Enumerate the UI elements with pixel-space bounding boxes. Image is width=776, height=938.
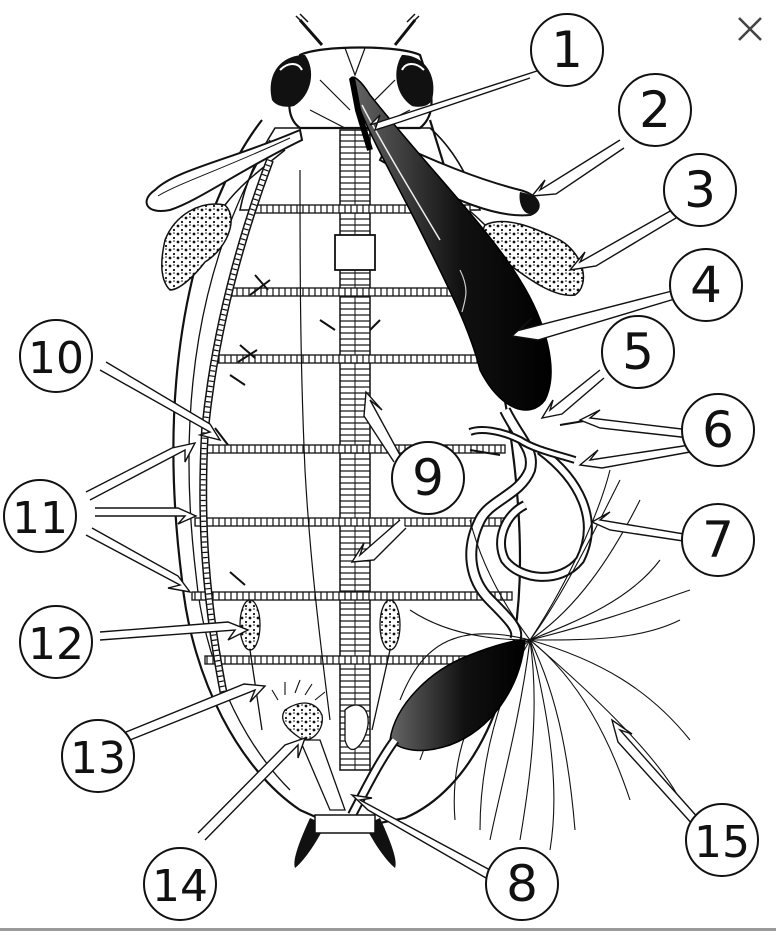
bottom-divider bbox=[0, 928, 776, 931]
callout-circle bbox=[61, 719, 135, 793]
callout-5: 5 bbox=[601, 315, 675, 389]
close-icon[interactable] bbox=[733, 12, 767, 46]
callout-number: 9 bbox=[412, 449, 444, 507]
callout-number: 13 bbox=[70, 733, 126, 784]
callout-13: 13 bbox=[61, 719, 135, 793]
callout-9: 9 bbox=[391, 441, 465, 515]
callout-number: 10 bbox=[28, 333, 84, 384]
callout-circle bbox=[530, 13, 604, 87]
callout-circle bbox=[391, 441, 465, 515]
callout-number: 3 bbox=[684, 161, 716, 219]
callout-7: 7 bbox=[681, 503, 755, 577]
callout-number: 4 bbox=[690, 256, 722, 314]
callout-number: 12 bbox=[28, 619, 84, 670]
reproductive-organs bbox=[271, 679, 369, 811]
callout-1: 1 bbox=[530, 13, 604, 87]
callout-number: 14 bbox=[152, 861, 208, 912]
callout-circle bbox=[669, 248, 743, 322]
callout-circle bbox=[143, 847, 217, 921]
callout-circle bbox=[3, 479, 77, 553]
callout-3: 3 bbox=[663, 153, 737, 227]
callout-circle bbox=[485, 847, 559, 921]
lateral-tracheal-trunk bbox=[199, 158, 381, 721]
callout-circle bbox=[663, 153, 737, 227]
callout-number: 11 bbox=[12, 493, 68, 544]
callout-circle bbox=[601, 315, 675, 389]
callout-12: 12 bbox=[19, 605, 93, 679]
callout-2: 2 bbox=[618, 73, 692, 147]
callout-circle bbox=[681, 393, 755, 467]
leader-arrows bbox=[85, 69, 701, 879]
callout-15: 15 bbox=[685, 803, 759, 877]
callout-number: 6 bbox=[702, 401, 734, 459]
cerci bbox=[294, 814, 396, 868]
hindgut bbox=[347, 639, 526, 818]
callout-number: 7 bbox=[702, 511, 734, 569]
callout-circle bbox=[19, 319, 93, 393]
callout-number: 1 bbox=[551, 21, 583, 79]
callout-10: 10 bbox=[19, 319, 93, 393]
callout-number: 5 bbox=[622, 323, 654, 381]
salivary-glands-left bbox=[145, 128, 304, 291]
callout-number: 15 bbox=[694, 817, 750, 868]
ovarioles bbox=[239, 599, 401, 731]
callout-14: 14 bbox=[143, 847, 217, 921]
compound-eyes bbox=[270, 55, 434, 107]
callout-4: 4 bbox=[669, 248, 743, 322]
callout-number: 2 bbox=[639, 81, 671, 139]
callout-number: 8 bbox=[506, 855, 538, 913]
crop bbox=[349, 76, 552, 411]
callout-circle bbox=[681, 503, 755, 577]
callout-6: 6 bbox=[681, 393, 755, 467]
antennae bbox=[295, 13, 420, 46]
callout-11: 11 bbox=[3, 479, 77, 553]
callout-circle bbox=[618, 73, 692, 147]
callout-circle bbox=[19, 605, 93, 679]
tracheae bbox=[191, 204, 513, 665]
callout-circle bbox=[685, 803, 759, 877]
callout-8: 8 bbox=[485, 847, 559, 921]
